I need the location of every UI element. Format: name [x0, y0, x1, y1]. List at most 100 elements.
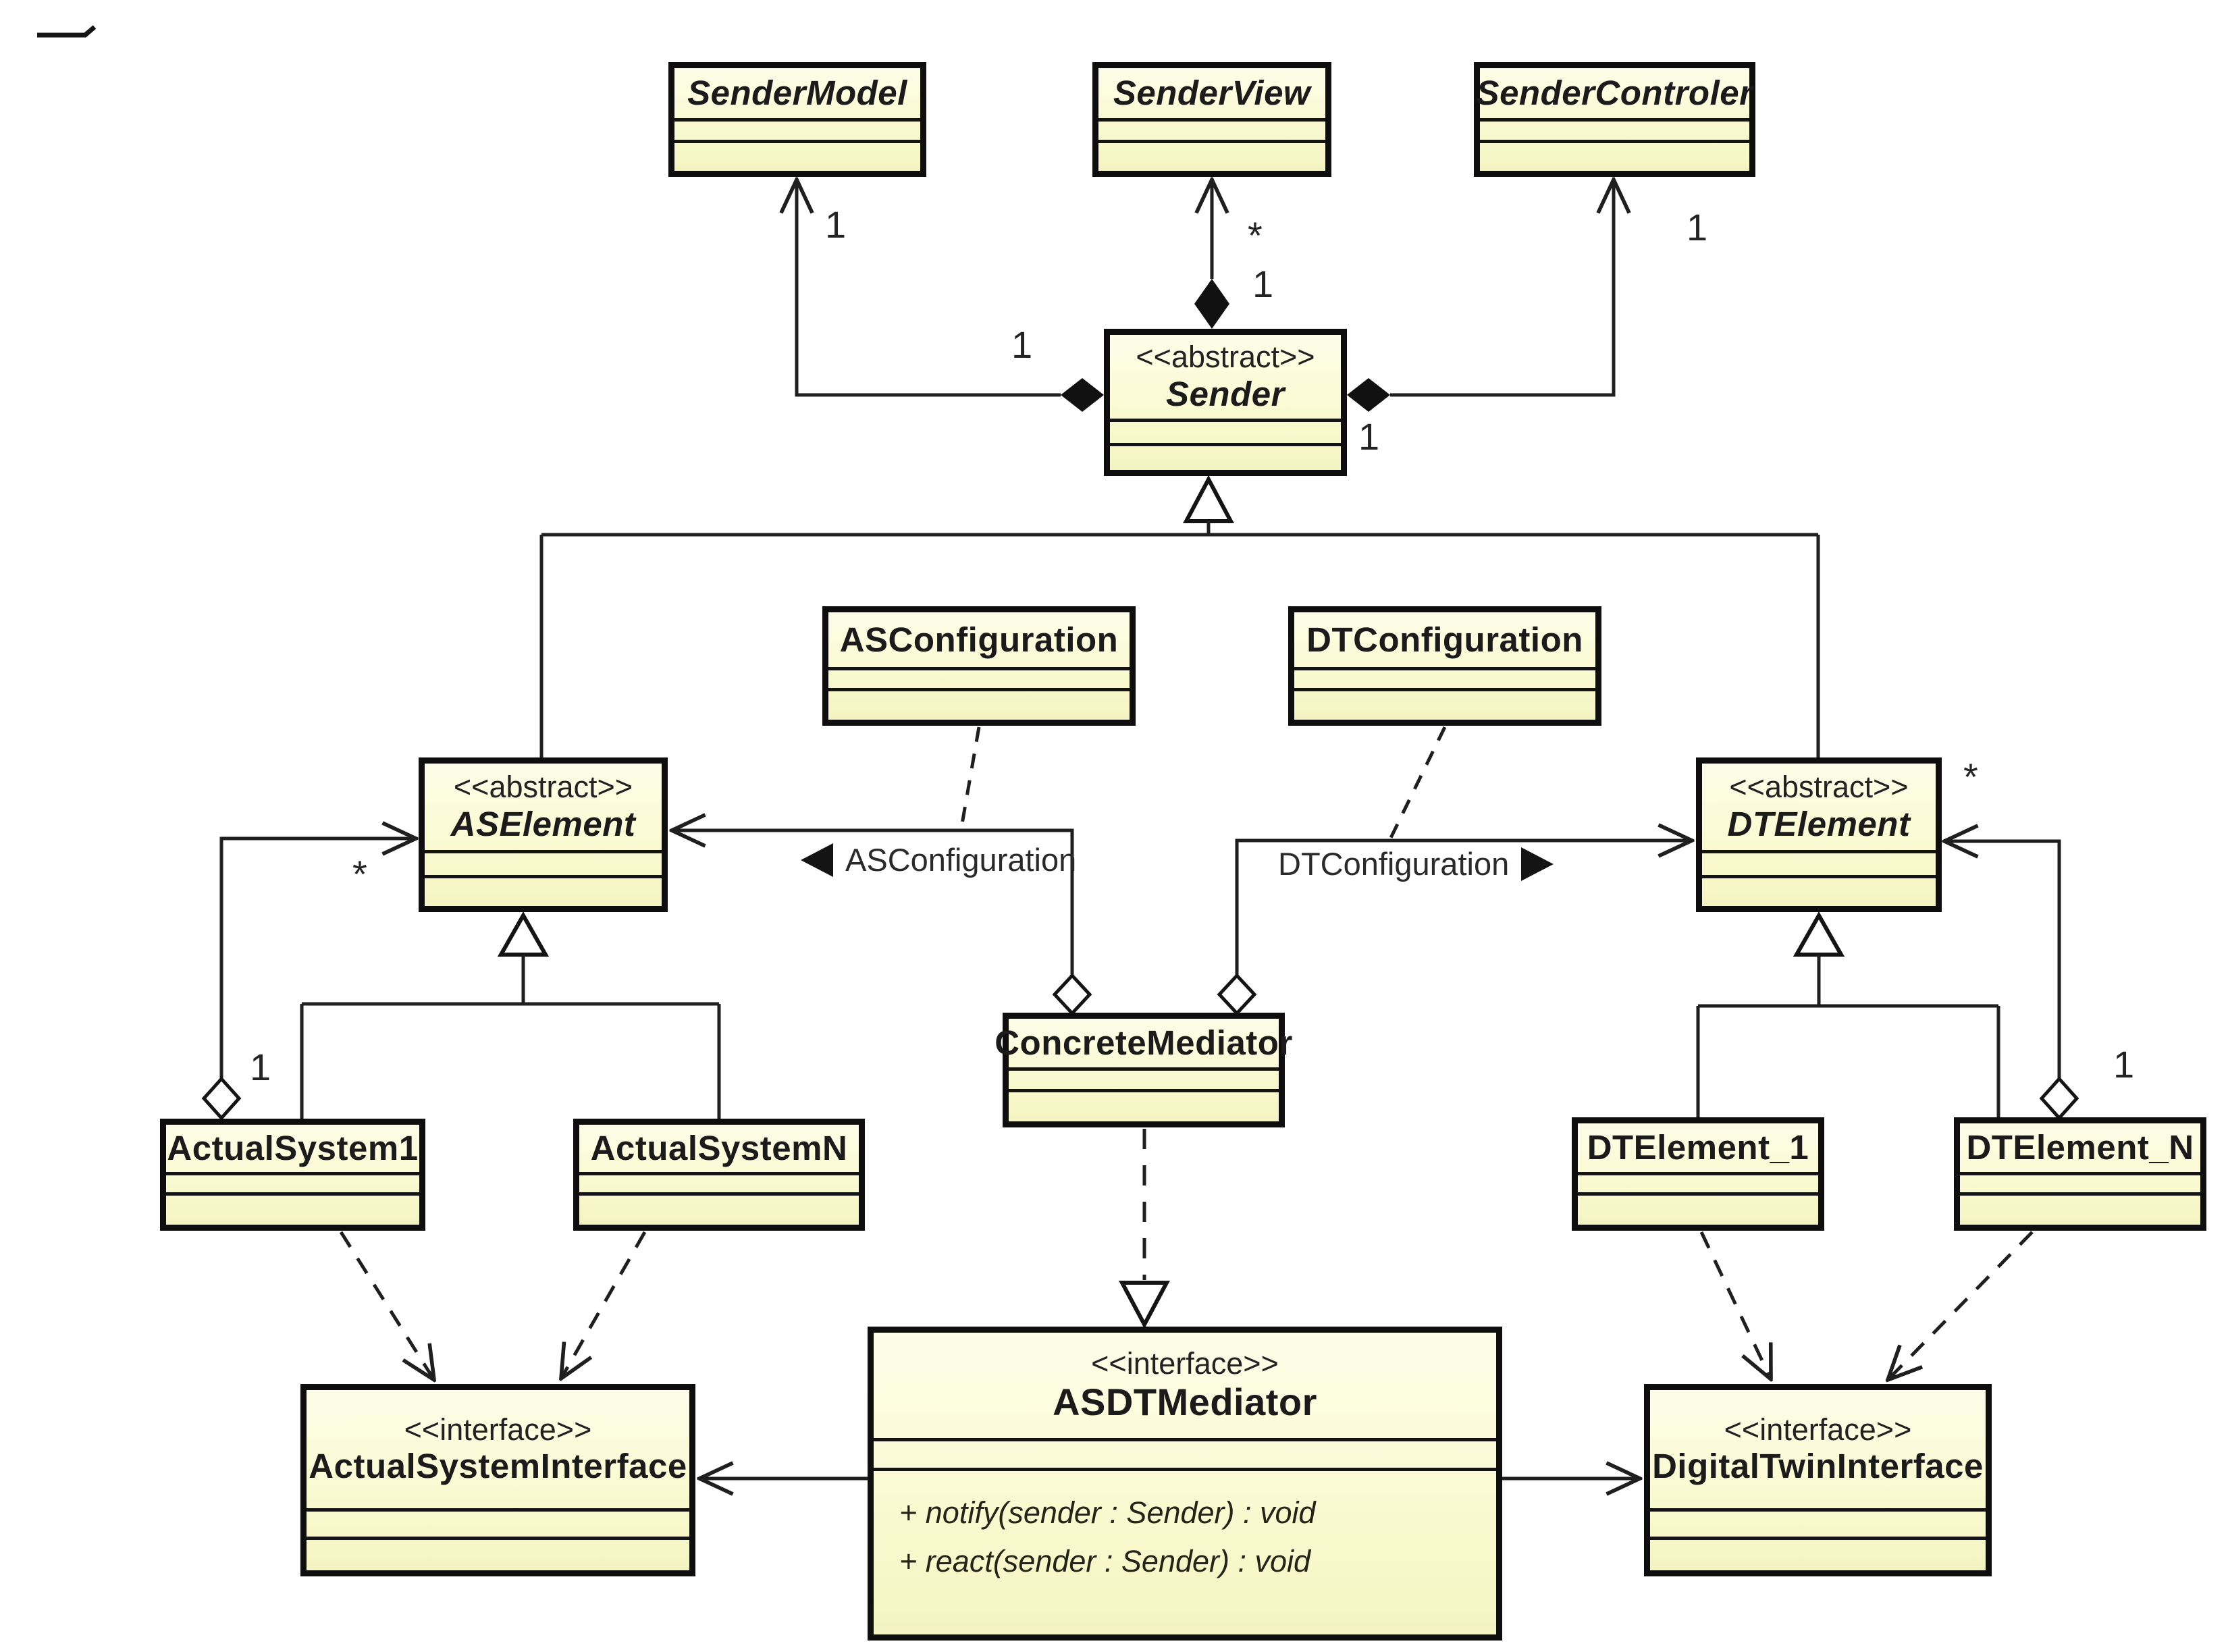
edge-actualsystemn-interface [561, 1231, 647, 1379]
attributes-compartment [425, 850, 662, 875]
edge-actualsystem1-interface [339, 1231, 434, 1380]
multiplicity-label: 1 [825, 203, 847, 246]
class-name: SenderModel [687, 74, 907, 113]
operations-compartment [1294, 688, 1595, 720]
class-name: DTElement_N [1966, 1128, 2194, 1167]
class-sendercontroler: SenderControler [1474, 62, 1755, 177]
composition-diamond-icon [1061, 378, 1104, 412]
class-name: DigitalTwinInterface [1652, 1447, 1984, 1486]
edge-sender-senderview [1194, 180, 1229, 329]
class-actualsysteminterface: <<interface>> ActualSystemInterface [300, 1384, 695, 1576]
edge-dtelement1-interface [1699, 1231, 1771, 1379]
stereotype-label: <<abstract>> [1729, 770, 1909, 805]
class-digitaltwininterface: <<interface>> DigitalTwinInterface [1644, 1384, 1992, 1576]
attributes-compartment [674, 118, 920, 140]
edge-dtelementn-dtelement [1944, 841, 2079, 1121]
operations-compartment [1009, 1089, 1279, 1121]
attributes-compartment [1650, 1508, 1986, 1537]
stereotype-label: <<interface>> [404, 1412, 592, 1447]
right-arrow-icon [1521, 847, 1554, 881]
edge-dtelementn-interface [1888, 1231, 2034, 1380]
attributes-compartment [166, 1172, 419, 1192]
edge-actualsystem1-aselement [201, 838, 416, 1121]
class-dtconfiguration: DTConfiguration [1288, 606, 1601, 726]
class-asdtmediator: <<interface>> ASDTMediator + notify(send… [868, 1327, 1502, 1641]
edge-label-text: ASConfiguration [845, 842, 1077, 878]
operations-compartment [1110, 443, 1341, 470]
left-arrow-icon [801, 843, 833, 877]
attributes-compartment [874, 1438, 1496, 1468]
edge-sender-sendercontroler [1347, 180, 1614, 412]
operations-compartment [1650, 1537, 1986, 1570]
stereotype-label: <<interface>> [1724, 1412, 1912, 1447]
multiplicity-label: * [1963, 755, 1978, 798]
stereotype-label: <<abstract>> [453, 770, 633, 805]
label-asconfiguration-edge: ASConfiguration [801, 841, 1076, 878]
edge-generalization-aselement [300, 911, 721, 1119]
attributes-compartment [1960, 1172, 2200, 1192]
operations-compartment [1960, 1192, 2200, 1225]
stereotype-label: <<abstract>> [1136, 340, 1315, 375]
aggregation-diamond-icon [1217, 973, 1257, 1016]
class-sender: <<abstract>> Sender [1104, 329, 1347, 476]
attributes-compartment [579, 1172, 859, 1192]
composition-diamond-icon [1347, 378, 1390, 412]
class-concretemediator: ConcreteMediator [994, 1013, 1292, 1127]
attributes-compartment [1098, 118, 1325, 140]
attributes-compartment [1480, 118, 1749, 140]
operations-compartment: + notify(sender : Sender) : void + react… [874, 1468, 1496, 1634]
composition-diamond-icon [1194, 279, 1229, 329]
class-dtelementn: DTElement_N [1954, 1117, 2206, 1231]
class-sendermodel: SenderModel [668, 62, 926, 177]
multiplicity-label: * [352, 853, 367, 895]
edge-asconfiguration-anchor [959, 726, 981, 828]
attributes-compartment [1009, 1067, 1279, 1089]
generalization-triangle-icon [1793, 911, 1845, 957]
multiplicity-label: 1 [1358, 415, 1380, 458]
edge-dtconfiguration-anchor [1389, 726, 1447, 839]
class-actualsystem1: ActualSystem1 [160, 1119, 425, 1231]
method-react: + react(sender : Sender) : void [899, 1544, 1311, 1578]
class-senderview: SenderView [1092, 62, 1331, 177]
generalization-triangle-icon [1183, 475, 1234, 523]
class-name: SenderControler [1476, 74, 1753, 113]
operations-compartment [1480, 140, 1749, 171]
class-dtelement1: DTElement_1 [1572, 1117, 1824, 1231]
operations-compartment [1702, 875, 1936, 906]
operations-compartment [425, 875, 662, 906]
class-name: ConcreteMediator [994, 1023, 1293, 1063]
class-name: Sender [1166, 374, 1285, 413]
class-name: SenderView [1113, 74, 1311, 113]
edge-generalization-dtelement [1696, 911, 2000, 1117]
class-name: ActualSystemN [590, 1129, 848, 1168]
multiplicity-label: 1 [2113, 1043, 2135, 1086]
edge-generalization-sender [539, 475, 1820, 757]
operations-compartment [166, 1192, 419, 1225]
class-name: ActualSystem1 [167, 1129, 419, 1168]
class-asconfiguration: ASConfiguration [822, 606, 1136, 726]
operations-compartment [1098, 140, 1325, 171]
edge-concretemediator-asdtmediator [1119, 1129, 1170, 1329]
class-aselement: <<abstract>> ASElement [419, 757, 668, 912]
class-actualsystemn: ActualSystemN [573, 1119, 865, 1231]
class-name: ASElement [450, 804, 636, 843]
aggregation-diamond-icon [1052, 973, 1092, 1016]
aggregation-diamond-icon [2039, 1076, 2079, 1121]
aggregation-diamond-icon [201, 1076, 242, 1121]
operations-compartment [579, 1192, 859, 1225]
operations-compartment [1578, 1192, 1818, 1225]
generalization-triangle-icon [497, 911, 550, 957]
attributes-compartment [307, 1508, 689, 1537]
attributes-compartment [1110, 419, 1341, 443]
attributes-compartment [1578, 1172, 1818, 1192]
corner-mark [37, 25, 97, 38]
class-name: DTElement [1727, 804, 1911, 843]
attributes-compartment [1702, 850, 1936, 875]
attributes-compartment [828, 667, 1130, 688]
realization-triangle-icon [1119, 1281, 1170, 1329]
multiplicity-label: 1 [1011, 323, 1033, 366]
class-name: ActualSystemInterface [309, 1447, 687, 1486]
class-dtelement: <<abstract>> DTElement [1696, 757, 1942, 912]
